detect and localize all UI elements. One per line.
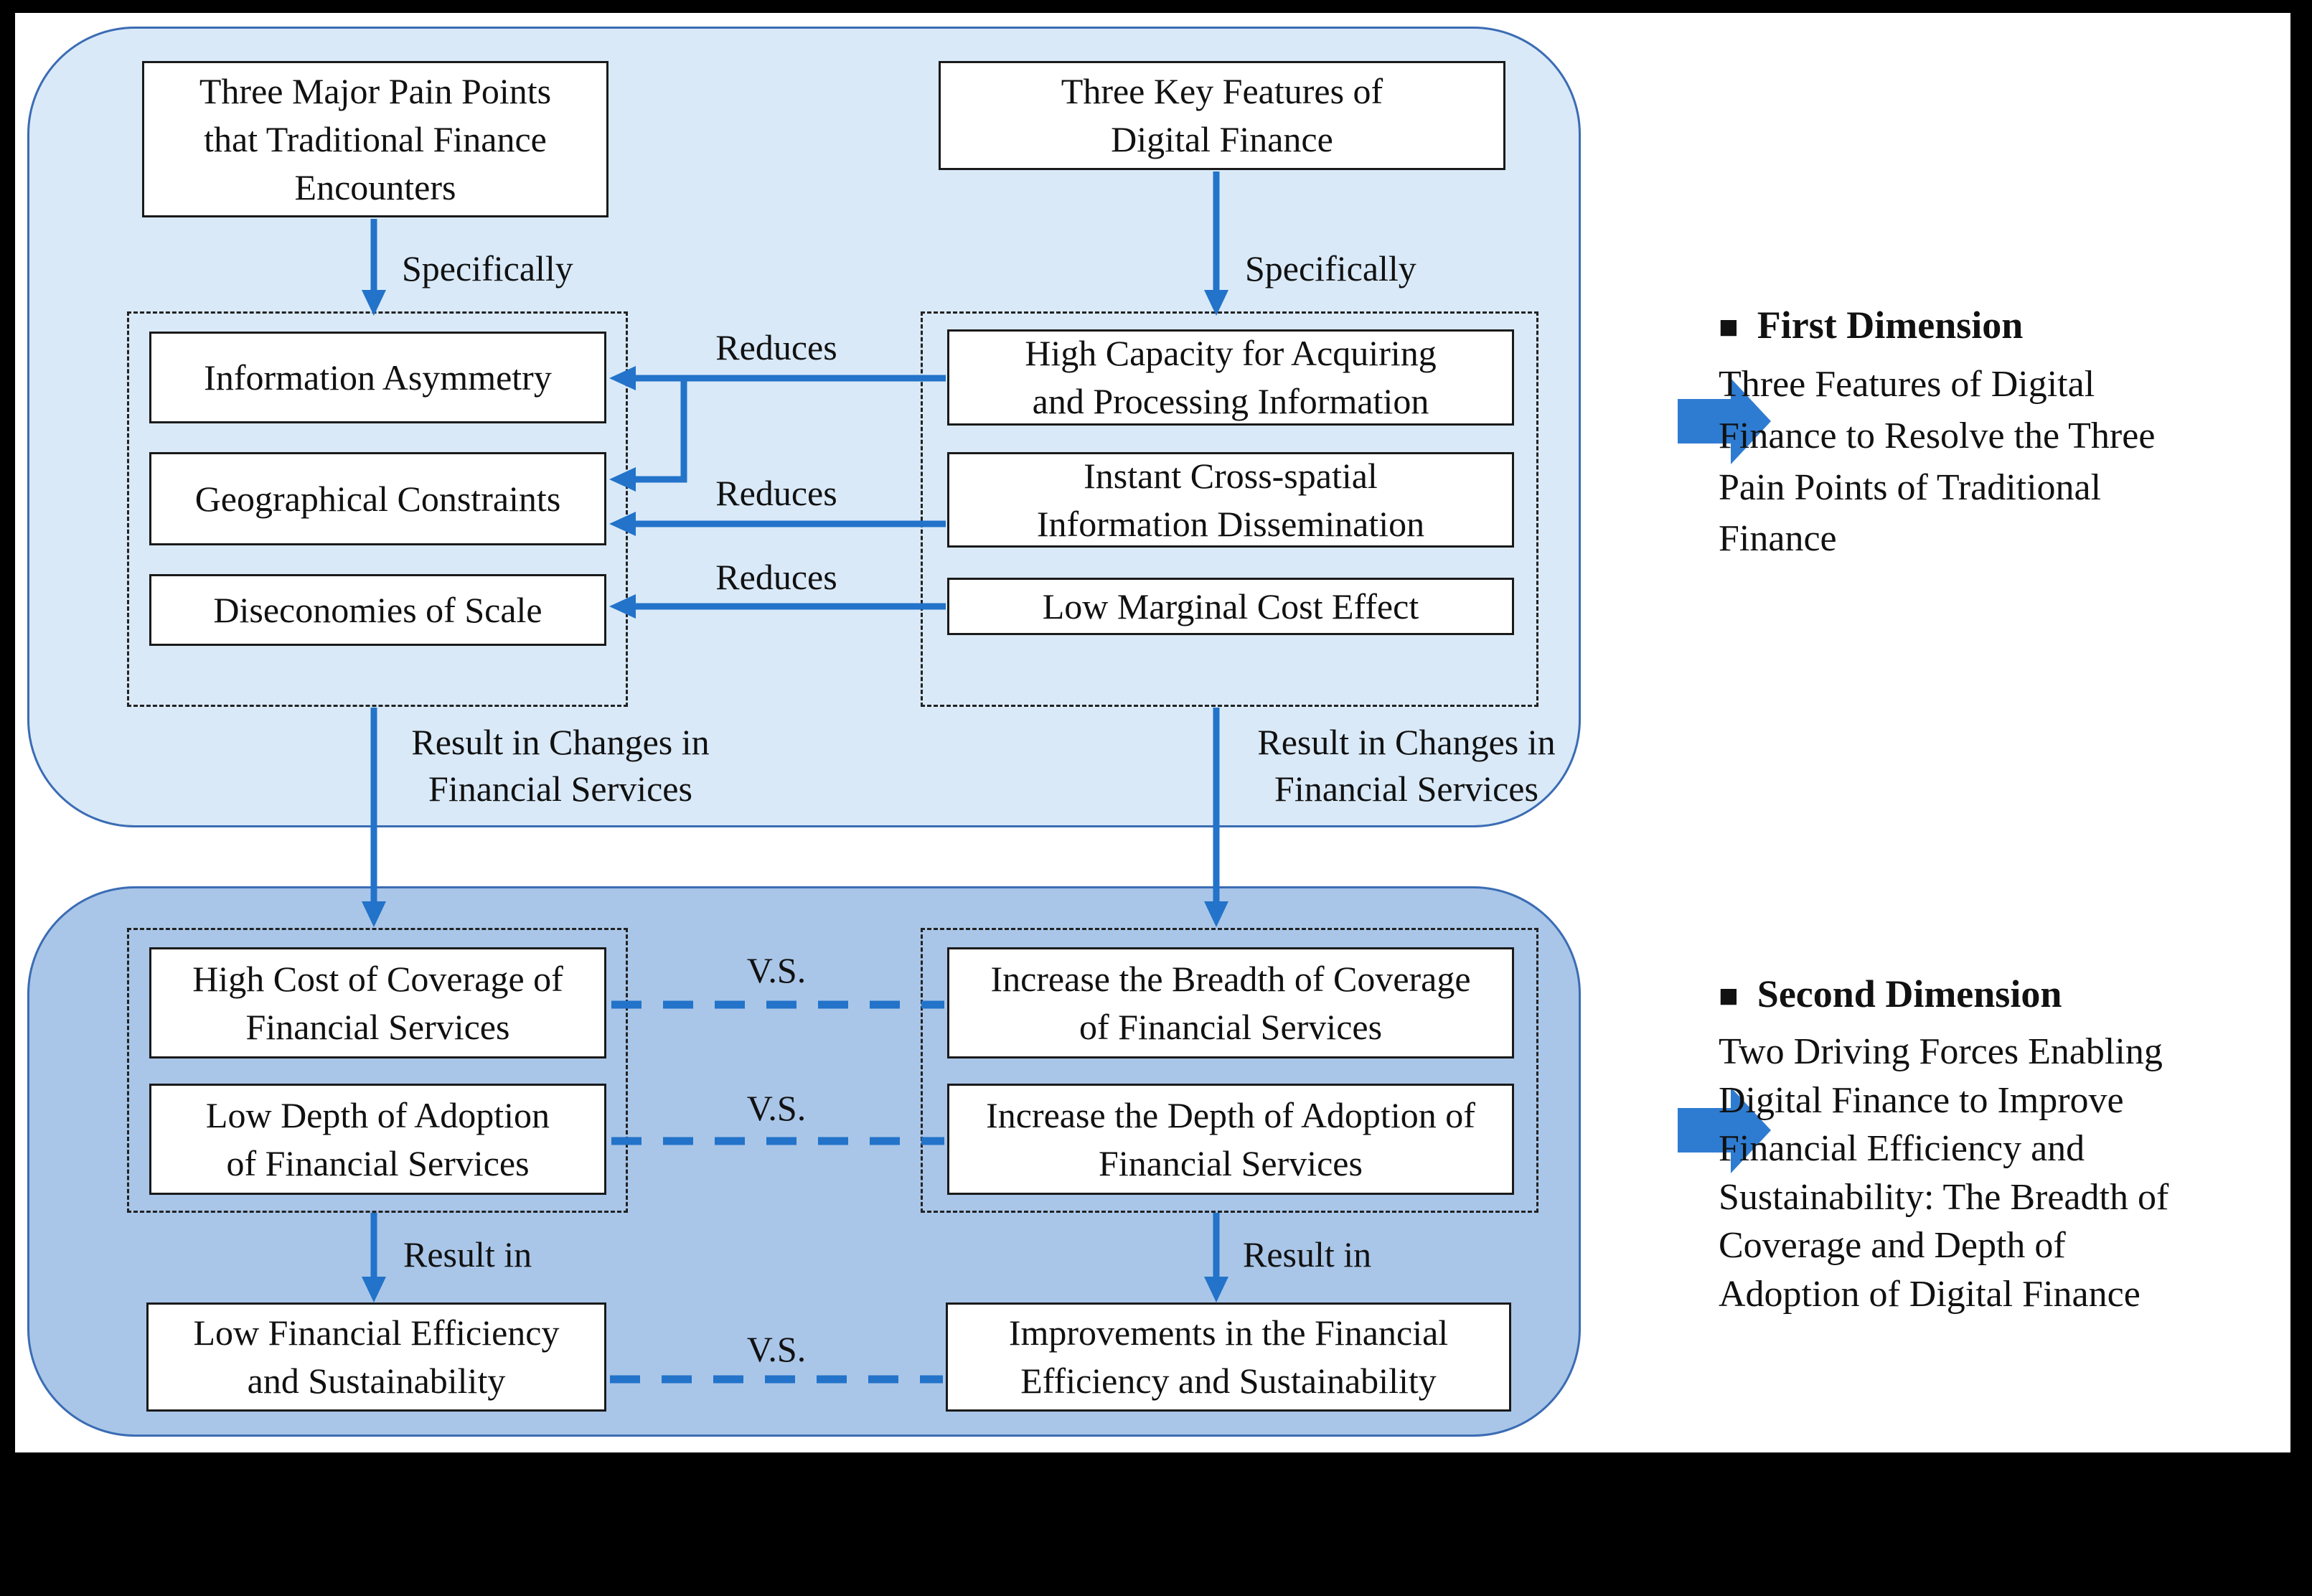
square-bullet-icon: ■: [1719, 977, 1739, 1014]
second-dimension-title: Second Dimension: [1757, 972, 2062, 1015]
reduces-label-3: Reduces: [715, 557, 837, 597]
pain-point-box-3: Diseconomies of Scale: [149, 574, 606, 646]
features-header-box: Three Key Features of Digital Finance: [939, 61, 1505, 170]
final-box-left: Low Financial Efficiency and Sustainabil…: [146, 1302, 606, 1412]
reduces-label-1: Reduces: [715, 327, 837, 367]
digital-outcome-box-1: Increase the Breadth of Coverage of Fina…: [947, 947, 1514, 1058]
reduces-label-2: Reduces: [715, 473, 837, 513]
second-dimension-text: Two Driving Forces Enabling Digital Fina…: [1719, 1031, 2169, 1315]
result-in-label-left: Result in: [403, 1234, 532, 1275]
result-changes-label-right: Result in Changes in Financial Services: [1257, 722, 1556, 809]
specifically-label-right: Specifically: [1245, 248, 1416, 288]
feature-box-2: Instant Cross-spatial Information Dissem…: [947, 452, 1514, 548]
feature-box-1: High Capacity for Acquiring and Processi…: [947, 329, 1514, 426]
pain-outcomes-group: [127, 928, 628, 1213]
second-dimension-heading: ■ Second Dimension: [1719, 972, 2062, 1016]
digital-outcomes-group: [921, 928, 1538, 1213]
vs-label-2: V.S.: [746, 1088, 807, 1128]
digital-outcome-box-2: Increase the Depth of Adoption of Financ…: [947, 1084, 1514, 1195]
result-changes-label-left: Result in Changes in Financial Services: [411, 722, 710, 809]
feature-box-3: Low Marginal Cost Effect: [947, 578, 1514, 635]
first-dimension-text: Three Features of Digital Finance to Res…: [1719, 364, 2156, 560]
final-box-right: Improvements in the Financial Efficiency…: [946, 1302, 1511, 1412]
square-bullet-icon: ■: [1719, 309, 1739, 345]
pain-outcome-box-2: Low Depth of Adoption of Financial Servi…: [149, 1084, 606, 1195]
pain-points-header-box: Three Major Pain Points that Traditional…: [142, 61, 608, 217]
first-dimension-title: First Dimension: [1757, 304, 2024, 347]
pain-point-box-2: Geographical Constraints: [149, 452, 606, 545]
vs-label-1: V.S.: [746, 950, 807, 990]
specifically-label-left: Specifically: [402, 248, 573, 288]
pain-point-box-1: Information Asymmetry: [149, 332, 606, 423]
features-group: [921, 311, 1538, 707]
first-dimension-heading: ■ First Dimension: [1719, 303, 2023, 347]
result-in-label-right: Result in: [1243, 1234, 1372, 1275]
vs-label-3: V.S.: [746, 1329, 807, 1369]
pain-outcome-box-1: High Cost of Coverage of Financial Servi…: [149, 947, 606, 1058]
